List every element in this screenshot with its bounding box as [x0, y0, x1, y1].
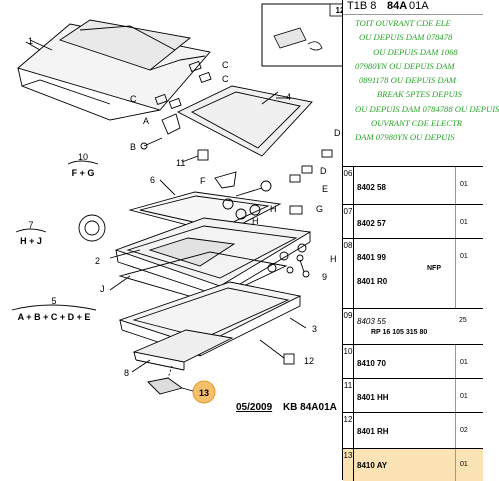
row-index: 08 [343, 239, 354, 309]
replacement-reference: RP 16 105 315 80 [371, 329, 428, 336]
label-H-3: H [330, 254, 337, 264]
label-6: 6 [150, 175, 155, 185]
quantity: 01 [460, 219, 468, 226]
quantity-cell: 01 [455, 449, 481, 481]
row-index: 11 [343, 379, 354, 413]
note-line: OU DEPUIS DAM 0784788 OU DEPUIS [355, 103, 499, 114]
row-index: 13 [343, 449, 354, 481]
label-9: 9 [322, 272, 327, 282]
label-D-1: D [334, 128, 341, 138]
group-10-components: F + G [72, 168, 95, 178]
note-line: OU DEPUIS DAM 1068 [373, 46, 458, 57]
quantity-cell: 25 [455, 309, 481, 345]
group-5-components: A + B + C + D + E [18, 312, 91, 322]
table-row[interactable]: 11 8401 HH 01 [343, 378, 483, 413]
part-13-handle [147, 377, 184, 395]
label-H-1: H [270, 204, 277, 214]
quantity: 02 [460, 427, 468, 434]
table-row[interactable]: 12 8401 RH 02 [343, 412, 483, 449]
label-12: 12 [304, 356, 314, 366]
quantity: 25 [459, 317, 467, 324]
label-C-3: C [130, 94, 137, 104]
table-row-selected[interactable]: 13 8410 AY 01 [343, 448, 483, 481]
label-2: 2 [95, 256, 100, 266]
sunroof-exploded-view: 12 1 2 3 4 6 8 9 11 12 A B C C C D [11, 3, 351, 404]
label-3: 3 [312, 324, 317, 334]
table-row[interactable]: 09 8403 55 RP 16 105 315 80 25 [343, 308, 483, 345]
group-7-number: 7 [28, 220, 33, 230]
quantity-cell: 02 [455, 413, 481, 449]
nfp-marker: NFP [427, 265, 441, 272]
label-G: G [316, 204, 323, 214]
panel-header: T1B 8 84A 01A [343, 0, 483, 15]
parts-catalog-page: 12 1 2 3 4 6 8 9 11 12 A B C C C D [11, 0, 499, 481]
label-E: E [322, 184, 328, 194]
label-C-2: C [222, 74, 229, 84]
quantity: 01 [460, 181, 468, 188]
part-reference: 8401 RH [357, 427, 389, 436]
parts-panel: T1B 8 84A 01A TOIT OUVRANT CDE ELE OU DE… [342, 0, 499, 481]
table-row[interactable]: 07 8402 57 01 [343, 204, 483, 239]
row-index: 07 [343, 205, 354, 239]
quantity-cell: 01 [455, 345, 481, 379]
quantity: 01 [460, 359, 468, 366]
part-reference: 8401 HH [357, 393, 389, 402]
revision-date: 05/2009 [236, 402, 273, 413]
label-8: 8 [124, 368, 129, 378]
quantity-cell: 01 [455, 239, 481, 309]
label-1: 1 [28, 36, 33, 46]
group-10-number: 10 [78, 152, 88, 162]
part-reference: 8401 R0 [357, 277, 388, 286]
note-line: TOIT OUVRANT CDE ELE [355, 18, 451, 28]
note-line: 0891178 OU DEPUIS DAM [359, 75, 456, 86]
row-index: 10 [343, 345, 354, 379]
table-row[interactable]: 06 8402 58 01 [343, 166, 483, 205]
header-suffix: 01A [409, 0, 429, 12]
quantity-cell: 01 [455, 379, 481, 413]
label-11: 11 [176, 158, 185, 168]
group-7-components: H + J [20, 236, 42, 246]
part-8-sunshade [132, 329, 234, 363]
note-line: 07980YN OU DEPUIS DAM [355, 60, 455, 71]
quantity: 01 [460, 461, 468, 468]
exploded-diagram: 12 1 2 3 4 6 8 9 11 12 A B C C C D [11, 3, 351, 413]
part-4-glass-panel [176, 85, 313, 157]
note-line: BREAK 5PTES DEPUIS [377, 89, 462, 100]
quantity: 01 [460, 253, 468, 260]
row-index: 12 [343, 413, 354, 449]
group-5-number: 5 [51, 296, 56, 306]
label-J: J [100, 284, 105, 294]
diagram-code: KB 84A01A [282, 402, 337, 413]
inset-number-label: 12 [336, 6, 345, 15]
revision-info: 05/2009 KB 84A01A [236, 402, 337, 413]
label-D-2: D [320, 166, 327, 176]
part-reference: 8401 99 [357, 253, 386, 262]
header-bold: 84A [387, 0, 408, 12]
label-H-2: H [252, 216, 259, 226]
applicability-note: TOIT OUVRANT CDE ELE OU DEPUIS DAM 07847… [355, 16, 499, 145]
header-prefix: T1B 8 [347, 0, 377, 12]
part-reference: 8402 57 [357, 219, 386, 228]
label-B: B [130, 142, 136, 152]
row-index: 06 [343, 167, 354, 205]
part-reference: 8410 70 [357, 359, 386, 368]
row-index: 09 [343, 309, 354, 345]
table-row[interactable]: 10 8410 70 01 [343, 344, 483, 379]
label-C-1: C [222, 60, 229, 70]
note-line: OU DEPUIS DAM 078478 [359, 32, 453, 43]
note-line: DAM 07980YN OU DEPUIS [355, 132, 455, 143]
part-reference: 8402 58 [357, 183, 386, 192]
quantity: 01 [460, 393, 468, 400]
label-F: F [200, 176, 206, 186]
note-line: OUVRANT CDE ELECTR [371, 118, 463, 129]
table-row[interactable]: 08 8401 99 8401 R0 NFP 01 [343, 238, 483, 309]
label-4: 4 [286, 92, 291, 102]
label-A: A [143, 116, 149, 126]
quantity-cell: 01 [455, 205, 481, 239]
part-reference: 8403 55 [357, 317, 386, 326]
part-reference: 8410 AY [357, 461, 388, 470]
quantity-cell: 01 [455, 167, 481, 205]
label-13-highlighted[interactable]: 13 [199, 388, 209, 398]
